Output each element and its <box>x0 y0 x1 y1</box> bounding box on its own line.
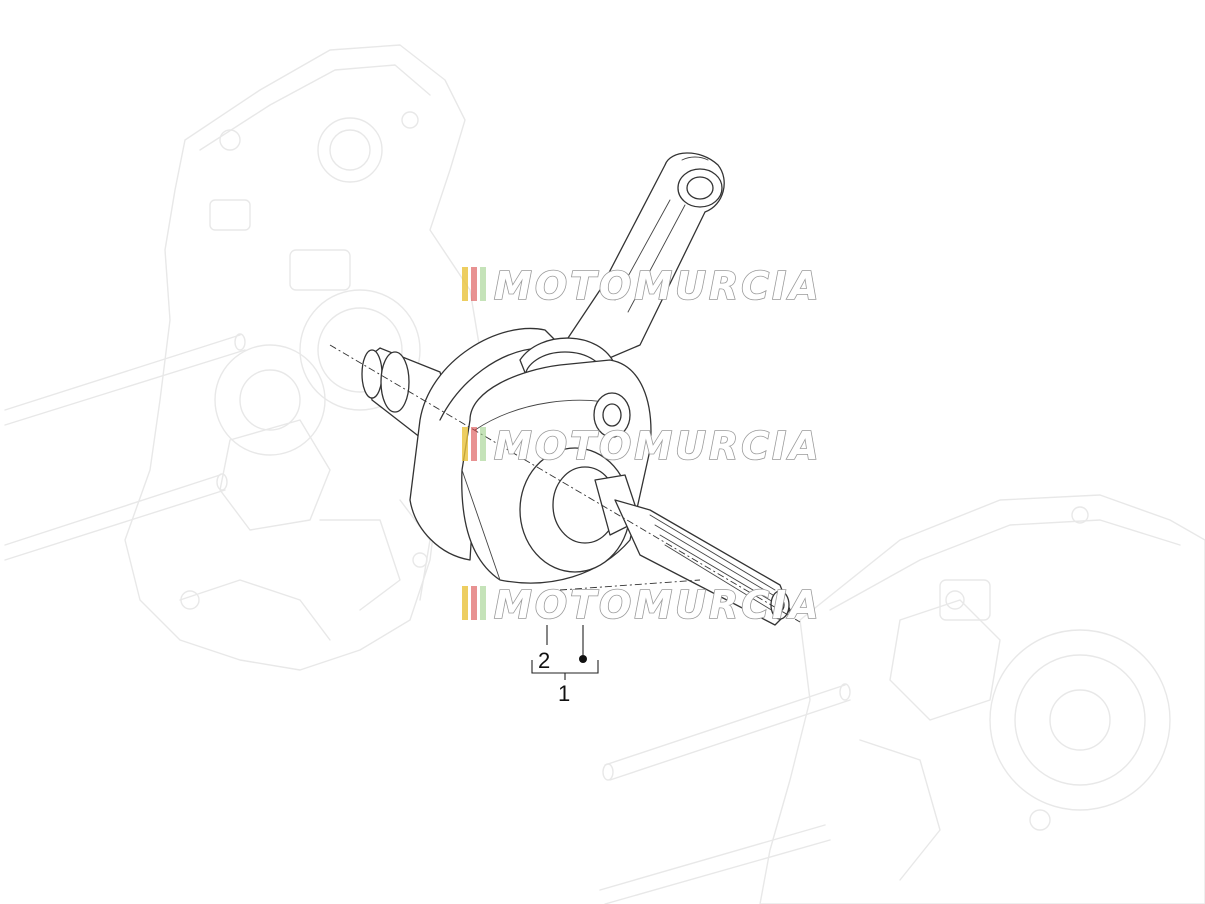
crankcase-right-ghost <box>599 494 1205 904</box>
callout-group: 2 1 <box>531 625 599 706</box>
watermark-stripe-red <box>471 586 477 620</box>
watermark-text: MOTOMURCIA <box>494 583 822 627</box>
watermark-bottom: MOTOMURCIA <box>462 582 822 628</box>
watermark-stripe-green <box>480 586 486 620</box>
callout-bracket <box>531 660 599 680</box>
part-marker-dot <box>579 655 587 663</box>
callout-label-1: 1 <box>558 681 570 706</box>
watermark-top: MOTOMURCIA <box>462 263 822 309</box>
watermark-text: MOTOMURCIA <box>494 264 822 308</box>
cylinder-axis-line <box>559 579 701 591</box>
watermark-stripe-red <box>471 427 477 461</box>
watermark-stripe-yellow <box>462 267 468 301</box>
watermark-stripe-red <box>471 267 477 301</box>
watermark-stripe-yellow <box>462 427 468 461</box>
watermark-stripe-green <box>480 267 486 301</box>
connecting-rod <box>559 152 725 363</box>
crankshaft-assembly <box>361 327 791 626</box>
crank-axis-line <box>329 344 801 623</box>
watermark-stripe-yellow <box>462 586 468 620</box>
callout-label-2: 2 <box>538 648 550 673</box>
crankcase-left-ghost <box>4 44 481 671</box>
watermark-text: MOTOMURCIA <box>494 424 822 468</box>
watermark-middle: MOTOMURCIA <box>462 423 822 469</box>
watermark-stripe-green <box>480 427 486 461</box>
